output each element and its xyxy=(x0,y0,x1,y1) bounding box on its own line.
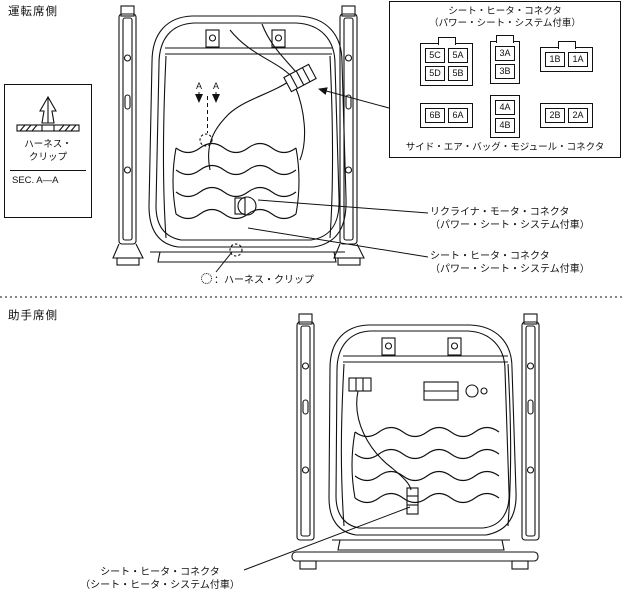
pin-3B: 3B xyxy=(495,63,515,79)
inset-divider xyxy=(10,169,86,171)
harness-clip-legend: ：ハーネス・クリップ xyxy=(201,271,314,286)
section-mark-a-left: A xyxy=(196,81,202,91)
pin-1A: 1A xyxy=(568,51,588,67)
seat-frame-driver xyxy=(112,5,365,266)
harness-clip-inset-label: ハーネス・ クリップ xyxy=(24,139,72,163)
recliner-connector-callout: リクライナ・モータ・コネクタ （パワー・シート・システム付車） xyxy=(430,207,590,231)
harness-clip-marks xyxy=(199,133,243,257)
section-mark-a-right: A xyxy=(213,81,219,91)
leader-driver-heater xyxy=(247,227,429,258)
airbag-connector-label: サイド・エア・バッグ・モジュール・コネクタ xyxy=(405,142,605,153)
connector-body-2: 2B 2A xyxy=(540,102,593,128)
connector-body-3: 3A 3B xyxy=(490,40,520,84)
connector-body-4: 4A 4B xyxy=(490,94,520,138)
seat-frame-passenger xyxy=(291,313,540,570)
connector-body-5: 5C 5A 5D 5B xyxy=(420,42,473,86)
harness-clip-illustration xyxy=(16,95,80,132)
leader-detailbox-to-connector xyxy=(318,87,390,109)
leader-recliner xyxy=(257,199,429,214)
harness-clip-icon xyxy=(201,273,212,284)
pin-5C: 5C xyxy=(425,47,445,63)
driver-heater-connector-callout: シート・ヒータ・コネクタ （パワー・シート・システム付車） xyxy=(430,251,590,275)
pin-2B: 2B xyxy=(545,107,565,123)
pin-4B: 4B xyxy=(495,117,515,133)
connector-body-1: 1B 1A xyxy=(540,46,593,72)
pin-4A: 4A xyxy=(495,99,515,115)
pin-5B: 5B xyxy=(448,65,468,81)
leader-lines xyxy=(215,87,429,571)
harness-clip-inset-box: ハーネス・ クリップ SEC. A—A xyxy=(4,84,92,218)
leader-clip-legend xyxy=(215,251,233,273)
connector-pin-area: 5C 5A 5D 5B 6B 6A 3A 3B 4A 4B 1B 1A xyxy=(390,33,620,138)
section-aa-marks: A A xyxy=(195,81,220,133)
pin-2A: 2A xyxy=(568,107,588,123)
pin-3A: 3A xyxy=(495,45,515,61)
pin-6B: 6B xyxy=(425,107,445,123)
connector-detail-box: シート・ヒータ・コネクタ （パワー・シート・システム付車） 5C 5A 5D 5… xyxy=(389,1,621,158)
connector-body-6: 6B 6A xyxy=(420,102,473,128)
passenger-heater-connector-callout: シート・ヒータ・コネクタ （シート・ヒータ・システム付車） xyxy=(80,567,240,591)
leader-passenger-heater xyxy=(243,506,411,571)
section-ref-label: SEC. A—A xyxy=(12,174,59,186)
pin-1B: 1B xyxy=(545,51,565,67)
pin-5D: 5D xyxy=(425,65,445,81)
connector-detail-title: シート・ヒータ・コネクタ （パワー・シート・システム付車） xyxy=(429,6,581,30)
harness-clip-legend-text: ：ハーネス・クリップ xyxy=(214,275,314,286)
pin-5A: 5A xyxy=(448,47,468,63)
pin-6A: 6A xyxy=(448,107,468,123)
passenger-side-label: 助手席側 xyxy=(8,310,58,322)
driver-side-label: 運転席側 xyxy=(8,6,58,18)
airbag-connector-part xyxy=(283,63,317,93)
